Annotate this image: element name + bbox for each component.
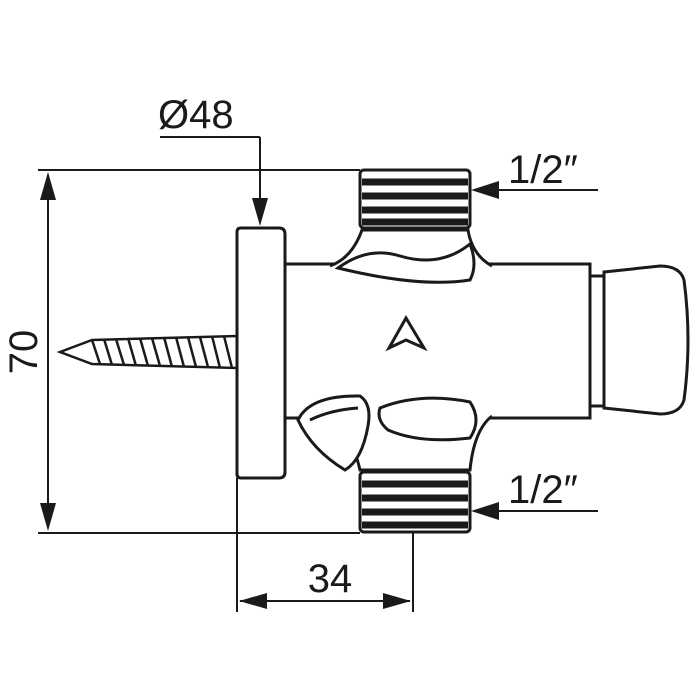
brand-logo-icon xyxy=(385,315,428,352)
arrow-70-top xyxy=(40,172,56,200)
arrow-70-bottom xyxy=(40,503,56,531)
wall-screw xyxy=(56,334,239,370)
thread-top xyxy=(358,168,472,230)
arrow-diameter xyxy=(252,198,268,226)
thread-top-label: 1/2″ xyxy=(508,148,578,192)
valve-body xyxy=(283,228,592,472)
diameter-label: Ø48 xyxy=(158,93,234,137)
arrow-thread-top xyxy=(471,181,499,199)
wall-flange xyxy=(235,226,287,480)
height-label: 70 xyxy=(2,330,46,375)
push-button xyxy=(588,264,690,416)
thread-bottom-label: 1/2″ xyxy=(508,468,578,512)
arrow-34-right xyxy=(383,593,411,609)
depth-label: 34 xyxy=(308,557,353,601)
arrow-thread-bottom xyxy=(471,502,499,520)
thread-bottom xyxy=(358,470,472,534)
dimension-lines xyxy=(38,136,598,612)
dimension-arrows xyxy=(40,172,499,609)
arrow-34-left xyxy=(239,593,267,609)
